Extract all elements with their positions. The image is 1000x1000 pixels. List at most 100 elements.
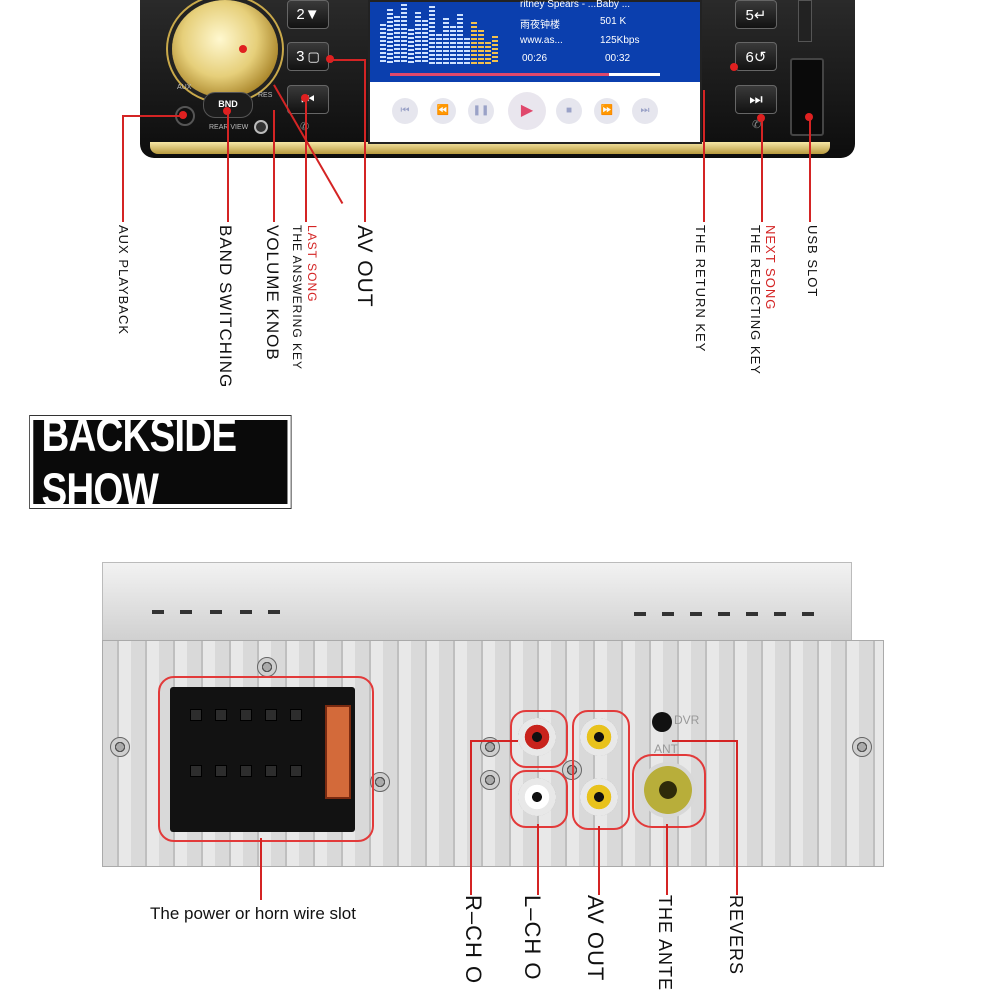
callout-next-song-text: NEXT SONG	[763, 225, 778, 311]
callout-last-song: LAST SONG	[305, 225, 319, 302]
eq-bar	[408, 29, 414, 64]
connector-pin	[290, 709, 302, 721]
connector-pin	[190, 765, 202, 777]
skip-back-icon[interactable]: ⏮	[392, 98, 418, 124]
screw	[480, 737, 500, 757]
callout-line	[122, 115, 182, 117]
sd-slot[interactable]	[798, 0, 812, 42]
highlight-ring	[632, 754, 706, 828]
callout-usb-slot: USB SLOT	[805, 225, 820, 298]
screw	[110, 737, 130, 757]
usb-slot[interactable]	[790, 58, 824, 136]
vent-slot	[746, 612, 758, 616]
total-time: 00:32	[605, 53, 631, 64]
pause-icon[interactable]: ❚❚	[468, 98, 494, 124]
camera-icon	[254, 120, 268, 134]
next-track-button[interactable]: ⏭	[735, 85, 777, 114]
callout-line	[122, 115, 124, 222]
vent-slot	[240, 610, 252, 614]
phone-reject-icon: ✆	[752, 119, 762, 131]
callout-line	[273, 110, 275, 222]
phone-answer-icon: ✆	[300, 120, 309, 133]
track-source: www.as...	[520, 35, 563, 46]
progress-fill	[390, 73, 610, 76]
callout-dot	[239, 45, 247, 53]
callout-line	[330, 59, 364, 61]
progress-bar[interactable]	[390, 73, 660, 76]
eq-bar	[478, 30, 484, 64]
connector-pin	[265, 709, 277, 721]
elapsed-time: 00:26	[522, 53, 548, 64]
playback-controls: ⏮ ⏪ ❚❚ ▶ ■ ⏩ ⏭	[370, 82, 700, 142]
eq-bar	[422, 20, 428, 64]
ant-label: ANT	[654, 742, 678, 756]
connector-pin	[190, 709, 202, 721]
callout-line	[305, 98, 307, 222]
connector-pin	[240, 765, 252, 777]
iso-wire-connector[interactable]	[170, 687, 355, 832]
highlight-ring	[510, 710, 568, 768]
connector-pin	[240, 709, 252, 721]
vent-slot	[662, 612, 674, 616]
volume-knob[interactable]	[172, 0, 278, 98]
eq-bar	[450, 26, 456, 64]
callout-line	[470, 740, 472, 895]
vent-slot	[774, 612, 786, 616]
callout-reverse: REVERS	[726, 895, 746, 976]
highlight-ring	[572, 710, 630, 830]
button-2[interactable]: 2▼	[287, 0, 329, 29]
highlight-ring	[158, 676, 374, 842]
eq-bar	[394, 16, 400, 64]
callout-dot	[730, 63, 738, 71]
button-3-av[interactable]: 3 ▢	[287, 42, 329, 71]
reset-label: RES	[258, 92, 273, 99]
callout-r-ch: R–CH O	[461, 895, 486, 985]
callout-line	[537, 824, 539, 895]
vent-slot	[802, 612, 814, 616]
eq-bar	[485, 42, 491, 64]
callout-line	[598, 826, 600, 895]
vent-slot	[268, 610, 280, 614]
eq-bar	[436, 34, 442, 64]
vent-slot	[718, 612, 730, 616]
stop-icon[interactable]: ■	[556, 98, 582, 124]
callout-answering-key: THE ANSWERING KEY	[290, 225, 304, 371]
skip-forward-icon[interactable]: ⏭	[632, 98, 658, 124]
callout-line	[260, 838, 262, 900]
highlight-ring	[510, 770, 568, 828]
fast-forward-icon[interactable]: ⏩	[594, 98, 620, 124]
track-album: 雨夜钟楼	[520, 20, 560, 31]
fuse	[325, 705, 351, 799]
button-3-label: 3	[296, 48, 305, 65]
eq-bar	[415, 12, 421, 64]
play-icon[interactable]: ▶	[508, 92, 546, 130]
callout-power-wire: The power or horn wire slot	[150, 904, 356, 923]
eq-bar	[401, 4, 407, 64]
bitrate: 125Kbps	[600, 35, 640, 46]
callout-antenna: THE ANTE	[655, 895, 675, 992]
callout-line	[703, 90, 705, 222]
screw	[852, 737, 872, 757]
callout-av-out-back: AV OUT	[583, 895, 608, 982]
callout-rejecting-key: THE REJECTING KEY	[748, 225, 763, 375]
rewind-icon[interactable]: ⏪	[430, 98, 456, 124]
callout-volume-knob: VOLUME KNOB	[263, 225, 282, 361]
callout-line	[761, 118, 763, 222]
callout-line	[364, 59, 366, 222]
section-banner: BACKSIDE SHOW	[29, 408, 292, 516]
rca-jack-av-out-bottom[interactable]	[580, 778, 618, 816]
callout-aux-playback: AUX PLAYBACK	[116, 225, 131, 336]
callout-dot	[179, 111, 187, 119]
eq-bar	[457, 14, 463, 64]
callout-line	[809, 117, 811, 222]
connector-pin	[215, 765, 227, 777]
callout-band-switching: BAND SWITCHING	[216, 225, 235, 389]
dvr-port[interactable]	[652, 712, 672, 732]
button-5-return[interactable]: 5↵	[735, 0, 777, 29]
screw	[370, 772, 390, 792]
button-6-reject[interactable]: 6↺	[735, 42, 777, 71]
callout-return-key: THE RETURN KEY	[693, 225, 708, 353]
vent-slot	[180, 610, 192, 614]
equalizer-visualizer	[380, 2, 505, 64]
callout-line	[470, 740, 518, 742]
